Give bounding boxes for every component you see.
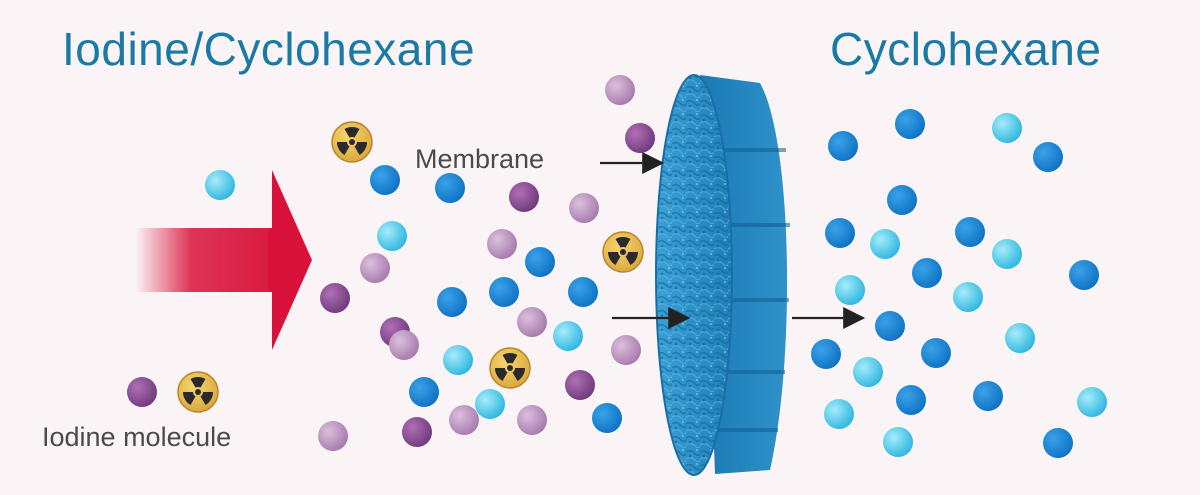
iodine-molecule-light [611,335,641,365]
iodine-molecule-label: Iodine molecule [42,422,231,453]
cyclohexane-molecule [828,131,858,161]
cyclohexane-molecule-light [553,321,583,351]
cyclohexane-molecule [525,247,555,277]
title-cyclohexane: Cyclohexane [830,22,1101,76]
title-iodine-cyclohexane: Iodine/Cyclohexane [62,22,475,76]
cyclohexane-molecule-light [377,221,407,251]
cyclohexane-molecule [489,277,519,307]
cyclohexane-molecule-light [992,239,1022,269]
iodine-molecule-light [517,405,547,435]
iodine-molecule [402,417,432,447]
cyclohexane-molecule-light [835,275,865,305]
iodine-molecule-light [318,421,348,451]
cyclohexane-molecule [912,258,942,288]
cyclohexane-molecule [811,339,841,369]
cyclohexane-molecule [592,403,622,433]
cyclohexane-molecule-light [1005,323,1035,353]
cyclohexane-molecule [973,381,1003,411]
iodine-molecule-light [569,193,599,223]
cyclohexane-molecule-light [853,357,883,387]
radiation-icon [178,372,218,412]
radiation-icon [603,232,643,272]
cyclohexane-molecule [1069,260,1099,290]
cyclohexane-molecule [1033,142,1063,172]
iodine-molecule [509,182,539,212]
cyclohexane-molecule-light [870,229,900,259]
iodine-molecule [565,370,595,400]
cyclohexane-molecule [895,109,925,139]
iodine-molecule-light [389,330,419,360]
cyclohexane-molecule [435,173,465,203]
cyclohexane-molecule [409,377,439,407]
iodine-molecule-light [449,405,479,435]
cyclohexane-molecule [875,311,905,341]
cyclohexane-molecule-light [205,170,235,200]
iodine-molecule [320,283,350,313]
cyclohexane-molecule-light [992,113,1022,143]
membrane-disc [656,75,790,475]
iodine-molecule-light [517,307,547,337]
cyclohexane-molecule [896,385,926,415]
iodine-molecule [127,377,157,407]
cyclohexane-molecule-light [475,389,505,419]
cyclohexane-molecule [825,218,855,248]
iodine-molecule [625,123,655,153]
cyclohexane-molecule [568,277,598,307]
cyclohexane-molecule [887,185,917,215]
cyclohexane-molecule-light [443,345,473,375]
cyclohexane-molecule-light [1077,387,1107,417]
cyclohexane-molecule [921,338,951,368]
cyclohexane-molecule [1043,428,1073,458]
cyclohexane-molecule-light [824,399,854,429]
iodine-molecule-light [360,253,390,283]
cyclohexane-molecule [437,287,467,317]
cyclohexane-molecule-light [883,427,913,457]
iodine-molecule-light [605,75,635,105]
cyclohexane-molecule-light [953,282,983,312]
membrane-label: Membrane [415,144,544,175]
cyclohexane-molecule [955,217,985,247]
cyclohexane-molecule [370,165,400,195]
radiation-icon [490,348,530,388]
radiation-icon [332,122,372,162]
iodine-molecule-light [487,229,517,259]
